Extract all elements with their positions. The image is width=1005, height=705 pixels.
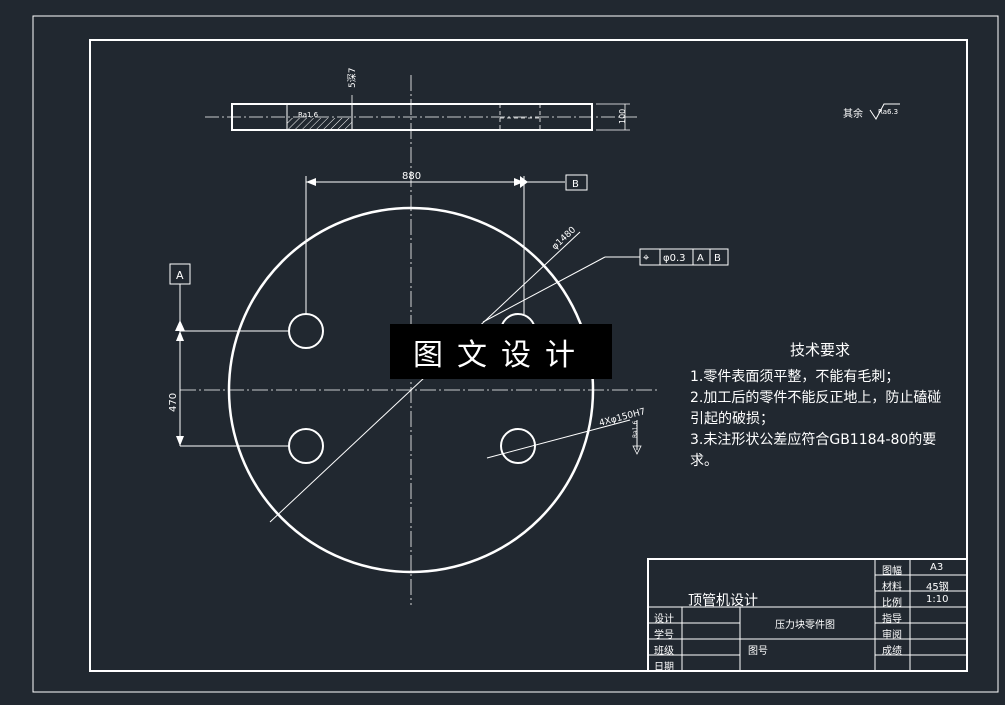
date-label: 日期 [654, 662, 674, 673]
class-label: 班级 [654, 646, 674, 657]
tech-item-1: 1.零件表面须平整，不能有毛刺； [690, 369, 900, 385]
dim-arrow-top [176, 331, 184, 341]
thickness-dim: 100 [618, 109, 627, 124]
material-value: 45钢 [926, 582, 949, 593]
scale-label: 比例 [882, 598, 902, 609]
dim-arrow-right [514, 178, 524, 186]
scale-value: 1:10 [926, 594, 949, 605]
hole-spacing-y: 470 [168, 393, 179, 412]
dim-arrow-left [306, 178, 316, 186]
hole-roughness: Ra1.6 [632, 421, 639, 438]
datum-b-box [565, 174, 588, 191]
bolt-hole-3 [288, 428, 324, 464]
datum-b-triangle [520, 176, 528, 188]
guide-label: 指导 [882, 614, 902, 625]
bolt-hole-4 [500, 428, 536, 464]
sheet-label: 图幅 [882, 566, 902, 577]
dim-arrow-bottom [176, 436, 184, 446]
part-name: 压力块零件图 [775, 620, 835, 631]
technical-requirements: 技术要求 1.零件表面须平整，不能有毛刺； 2.加工后的零件不能反正地上，防止磕… [690, 340, 950, 472]
pcd-dim: φ1480 [550, 225, 578, 252]
hole-callout: 4Xφ150H7 [598, 407, 646, 429]
grade-label: 成绩 [882, 646, 902, 657]
surface-finish-value: Ra6.3 [878, 108, 898, 116]
datum-a-triangle [175, 320, 185, 331]
datum-a-label: A [176, 269, 184, 282]
inner-border [89, 39, 968, 672]
tech-title: 技术要求 [789, 341, 850, 359]
outer-border [32, 15, 999, 693]
drawing-no-label: 图号 [748, 646, 768, 657]
sheet-value: A3 [930, 562, 944, 573]
counterbore-dim: 5深7 [347, 68, 358, 88]
review-label: 审阅 [882, 630, 902, 641]
side-view [205, 95, 640, 131]
datum-a-box [169, 263, 191, 285]
bolt-hole-1 [288, 313, 324, 349]
counterbore-roughness: Ra1.6 [298, 111, 319, 119]
tolerance-value: φ0.3 [663, 253, 686, 264]
tolerance-ref-b: B [714, 253, 721, 264]
plate-outline [227, 206, 595, 574]
material-label: 材料 [882, 582, 902, 593]
tolerance-ref-a: A [697, 253, 704, 264]
datum-b-label: B [572, 179, 579, 190]
design-label: 设计 [654, 614, 674, 625]
watermark: 图文设计 [390, 324, 612, 379]
surface-finish-label: 其余 [843, 107, 863, 120]
title-block [647, 558, 968, 672]
project-title: 顶管机设计 [688, 593, 758, 609]
hole-spacing-x: 880 [402, 171, 421, 182]
tech-item-3: 3.未注形状公差应符合GB1184-80的要求。 [690, 432, 937, 469]
roughness-symbol [869, 103, 900, 120]
tolerance-frame: ⌖ φ0.3 A B [639, 248, 729, 266]
position-symbol: ⌖ [643, 251, 649, 264]
student-id-label: 学号 [654, 630, 674, 641]
tech-item-2: 2.加工后的零件不能反正地上，防止磕碰引起的破损； [690, 390, 942, 427]
